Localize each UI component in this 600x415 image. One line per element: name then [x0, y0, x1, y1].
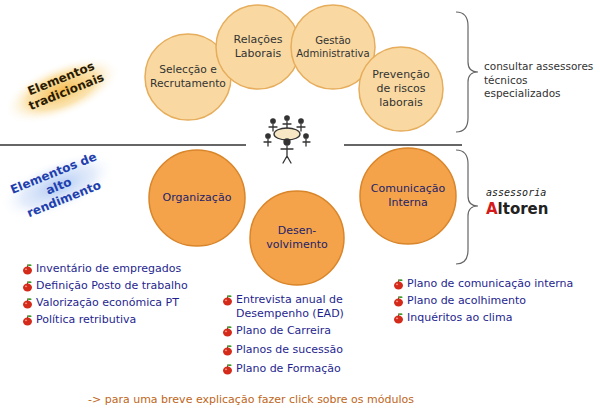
- text-label: -> para uma breve explicação fazer click…: [88, 393, 414, 407]
- footer-note: -> para uma breve explicação fazer click…: [88, 393, 414, 407]
- section-heading: Elementos de alto rendimento: [2, 148, 116, 226]
- apple-bullet: [222, 325, 233, 337]
- task-item: Valorização económica PT: [36, 296, 179, 310]
- bullet-item: Inventário de empregados: [22, 262, 181, 276]
- module-label: Prevenção de riscos laborais: [364, 68, 438, 111]
- module-text-box: Desen- volvimento: [249, 190, 345, 286]
- apple-bullet: [22, 314, 33, 326]
- module-text-box: Relações Laborais: [215, 4, 301, 90]
- module-circle: Organização: [148, 149, 246, 247]
- task-item: Inventário de empregados: [36, 262, 181, 276]
- bullet-item: Plano de acolhimento: [393, 294, 526, 308]
- text-label: Altoren: [486, 200, 548, 220]
- bullet-item: Valorização económica PT: [22, 296, 179, 310]
- divider-line: [344, 144, 462, 146]
- bullet-item: Planos de sucessão: [222, 343, 343, 357]
- module-label: Gestão Administrativa: [296, 34, 370, 60]
- task-item: Inquéritos ao clima: [407, 311, 512, 325]
- task-item: Planos de sucessão: [236, 343, 343, 357]
- apple-bullet: [22, 280, 33, 292]
- text-label: consultar assessores técnicos especializ…: [484, 60, 596, 101]
- task-item: Plano de acolhimento: [407, 294, 526, 308]
- task-item: Plano de Carreira: [236, 324, 331, 338]
- module-text-box: Comunicação Interna: [359, 147, 457, 245]
- module-label: Organização: [155, 191, 239, 205]
- section-heading-text: Elementos tradicionais: [12, 54, 115, 117]
- divider-line: [0, 144, 246, 146]
- circle-shape: [149, 150, 245, 246]
- brace: [456, 12, 478, 132]
- bullet-item: Plano de Carreira: [222, 324, 331, 338]
- module-label: Desen- volvimento: [256, 224, 339, 253]
- bullet-item: Inquéritos ao clima: [393, 311, 512, 325]
- advisor-note: consultar assessores técnicos especializ…: [484, 60, 596, 101]
- section-heading-text: Elementos de alto rendimento: [2, 148, 116, 226]
- module-text-box: Prevenção de riscos laborais: [358, 46, 444, 132]
- task-item: Plano de comunicação interna: [407, 277, 573, 291]
- apple-bullet: [393, 312, 404, 324]
- circle-shape: [360, 148, 456, 244]
- team-icon: [264, 116, 310, 163]
- module-text-box: Organização: [148, 149, 246, 247]
- apple-bullet: [222, 363, 233, 375]
- apple-bullet: [393, 278, 404, 290]
- task-item: Plano de Formação: [236, 362, 341, 376]
- module-circle: Comunicação Interna: [359, 147, 457, 245]
- apple-bullet: [22, 263, 33, 275]
- apple-bullet: [393, 295, 404, 307]
- circle-shape: [216, 5, 300, 89]
- apple-bullet: [22, 297, 33, 309]
- apple-bullet: [222, 344, 233, 356]
- bullet-item: Plano de comunicação interna: [393, 277, 573, 291]
- module-circle: Prevenção de riscos laborais: [358, 46, 444, 132]
- task-item: Entrevista anual de Desempenho (EAD): [236, 293, 366, 322]
- module-circle: Relações Laborais: [215, 4, 301, 90]
- advisor-note: assessoria: [486, 186, 546, 199]
- module-label: Comunicação Interna: [366, 182, 450, 211]
- bullet-item: Plano de Formação: [222, 362, 341, 376]
- circle-shape: [359, 47, 443, 131]
- section-heading: Elementos tradicionais: [12, 54, 115, 117]
- bullet-item: Entrevista anual de Desempenho (EAD): [222, 293, 366, 322]
- bullet-item: Definição Posto de trabalho: [22, 279, 188, 293]
- brand-name: Altoren: [486, 200, 548, 220]
- task-item: Política retributiva: [36, 313, 136, 327]
- circle-shape: [250, 191, 344, 285]
- heading-glow: [0, 43, 129, 138]
- module-circle: Desen- volvimento: [249, 190, 345, 286]
- module-label: Relações Laborais: [221, 33, 295, 62]
- text-label: assessoria: [486, 186, 546, 199]
- apple-bullet: [222, 294, 233, 306]
- bullet-item: Política retributiva: [22, 313, 136, 327]
- heading-glow: [0, 139, 125, 234]
- brace: [456, 150, 478, 264]
- module-label: Selecção e Recrutamento: [150, 63, 226, 91]
- task-item: Definição Posto de trabalho: [36, 279, 188, 293]
